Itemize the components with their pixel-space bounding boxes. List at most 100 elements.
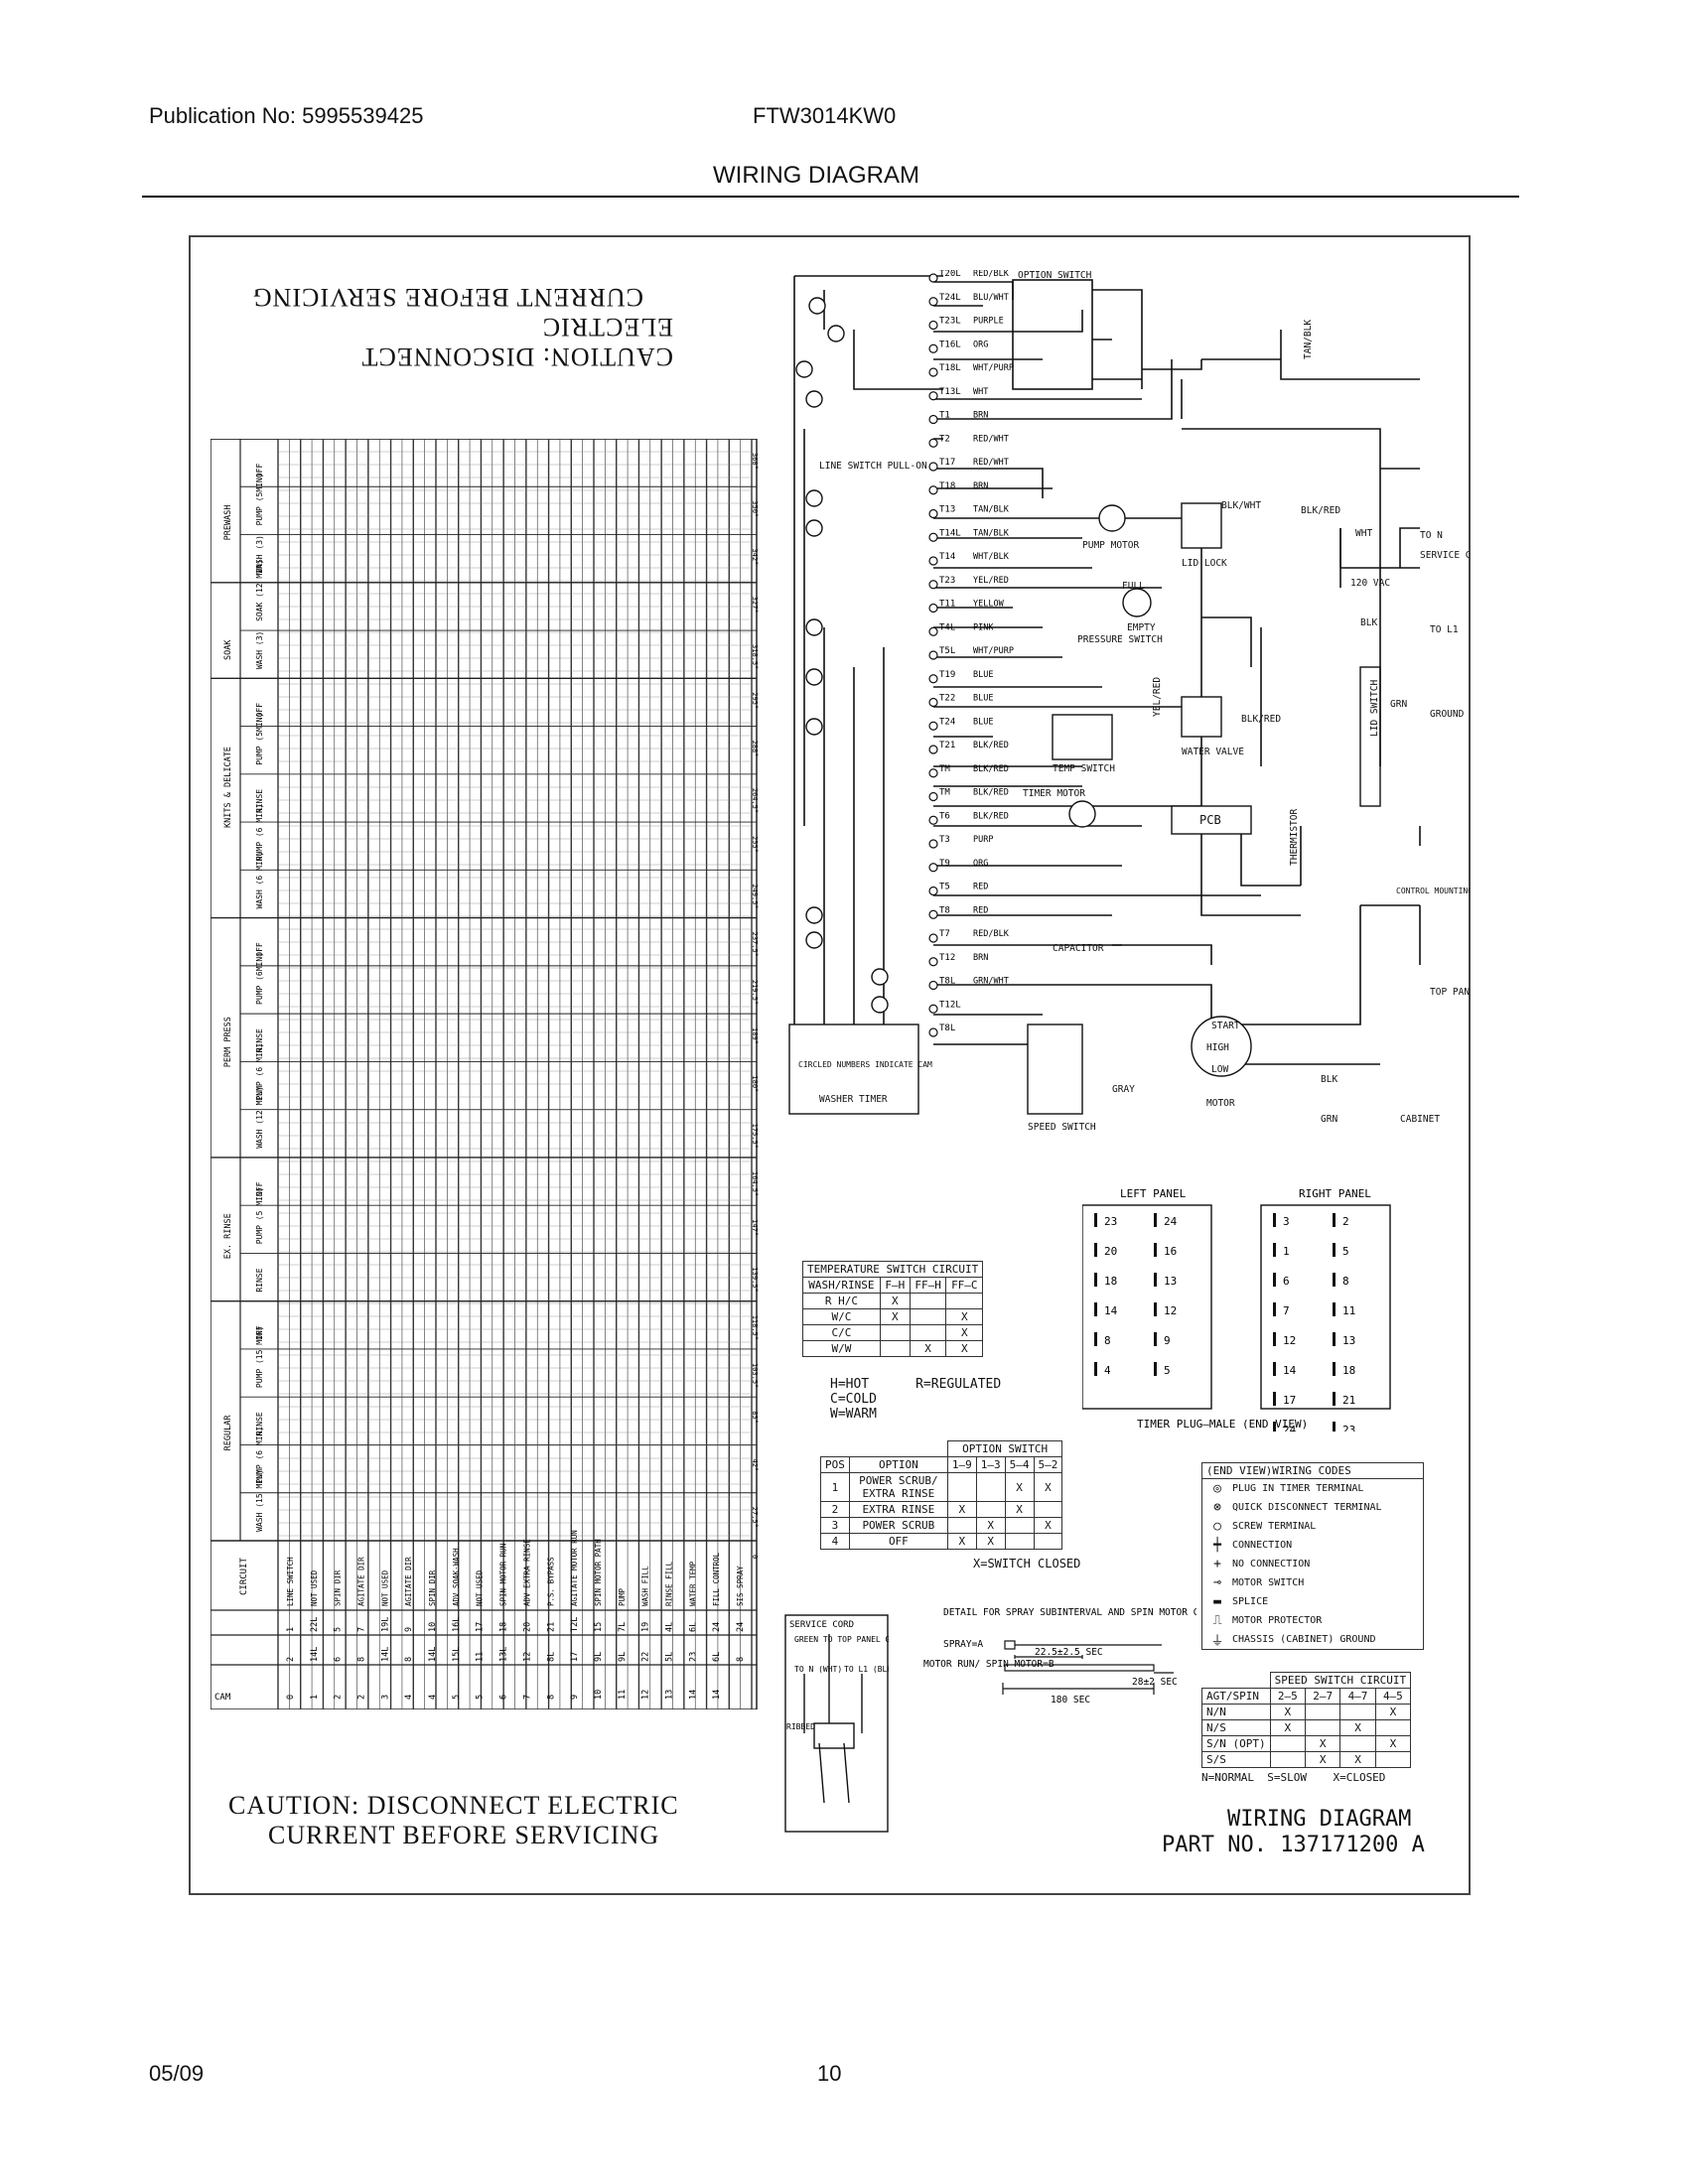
speed-cell: X <box>1269 1719 1306 1736</box>
chart-degree-label: 318.5° <box>751 644 759 669</box>
chart-circuit-label: AGITATE DIR <box>356 1557 365 1606</box>
cam-6-icon <box>871 996 889 1014</box>
chart-term-label: 13L <box>499 1647 509 1662</box>
wiring-code-row: ○SCREW TERMINAL <box>1202 1517 1423 1536</box>
option-switch-table: OPTION SWITCH POS OPTION 1—9 1—3 5—4 5—2… <box>820 1440 1063 1550</box>
chart-term-label: 24 <box>712 1622 722 1632</box>
chart-term-label: 2 <box>286 1657 296 1662</box>
chart-row-label: PUMP (6 MIN) <box>255 1427 264 1484</box>
temp-cell: C/C <box>802 1324 881 1341</box>
speed-switch-table: SPEED SWITCH CIRCUIT AGT/SPIN 2—5 2—7 4—… <box>1201 1672 1412 1768</box>
plug-in-icon: ◎ <box>1213 1481 1221 1496</box>
service-cord-label: SERVICE CORD <box>1420 550 1470 561</box>
wiring-code-row: +NO CONNECTION <box>1202 1555 1423 1573</box>
wire-color-label: BLK/RED <box>973 811 1009 821</box>
chart-cam-label: 14 <box>688 1690 698 1700</box>
chart-row-label: PUMP (5MIN) <box>255 473 264 525</box>
timer-terminal-icon <box>928 933 938 943</box>
chart-term-label: 17 <box>570 1652 580 1662</box>
chart-row-label: PUMP (15 MIN) <box>255 1325 264 1388</box>
pin-label: 13 <box>1342 1334 1355 1347</box>
speed-cell: S/S <box>1201 1751 1271 1768</box>
wiring-code-row: ▬SPLICE <box>1202 1592 1423 1611</box>
terminal-label: T8 <box>939 905 950 915</box>
chart-cam-label: 9 <box>570 1695 580 1700</box>
terminal-label: T22 <box>939 694 955 704</box>
connection-icon: ┿ <box>1213 1538 1221 1553</box>
temp-cell: X <box>945 1340 984 1357</box>
empty-label: EMPTY <box>1127 622 1156 633</box>
option-cell: POWER SCRUB <box>848 1517 948 1534</box>
wiring-code-text: CHASSIS (CABINET) GROUND <box>1232 1634 1376 1645</box>
cam-12-icon <box>805 718 823 736</box>
timer-terminal-icon <box>928 532 938 542</box>
chart-row-label: OFF <box>255 1181 264 1196</box>
speed-cell <box>1304 1704 1341 1720</box>
chart-grid <box>211 439 758 1709</box>
timer-terminal-icon <box>928 1027 938 1037</box>
control-bracket-label: CONTROL MOUNTING BRACKET <box>1396 887 1470 895</box>
pin-icon <box>1094 1302 1097 1316</box>
chart-row-label: RINSE <box>255 1268 264 1292</box>
pin-icon <box>1094 1332 1097 1346</box>
pin-label: 6 <box>1283 1275 1290 1288</box>
wire-color-label: GRN/WHT <box>973 977 1009 987</box>
chart-cam-label: 4 <box>404 1695 414 1700</box>
timer-terminal-icon <box>928 697 938 708</box>
pin-label: 23 <box>1342 1424 1355 1432</box>
chart-term-label: 24 <box>736 1622 746 1632</box>
chart-row-label: OFF <box>255 1325 264 1340</box>
chart-row-label: RINSE <box>255 1412 264 1435</box>
schematic-wires <box>793 275 1421 1065</box>
chart-term-label: 4L <box>665 1622 675 1632</box>
chart-circuit-label: WASH FILL <box>641 1566 650 1606</box>
temp-cell: X <box>879 1308 911 1325</box>
wiring-code-text: SPLICE <box>1232 1596 1269 1607</box>
option-cell <box>1033 1501 1063 1518</box>
pin-icon <box>1273 1213 1276 1227</box>
chart-degree-label: 139.5° <box>751 1267 759 1292</box>
temp-switch-label: TEMP SWITCH <box>1053 763 1115 774</box>
timer-motor-label: TIMER MOTOR <box>1023 788 1085 799</box>
terminal-label: T18 <box>939 481 955 491</box>
chart-term-label: 1 <box>286 1627 296 1632</box>
chart-circuit-label: LINE SWITCH <box>286 1557 295 1606</box>
cam-3-icon <box>827 325 845 342</box>
part-title-line1: WIRING DIAGRAM <box>1227 1807 1412 1832</box>
chart-degree-label: 180° <box>751 1075 759 1092</box>
motor-run-label: MOTOR RUN/ SPIN MOTOR=B <box>923 1659 1055 1670</box>
pin-icon <box>1333 1213 1336 1227</box>
speed-cell: S/N (OPT) <box>1201 1735 1271 1752</box>
speed-header: 2—5 <box>1269 1688 1306 1705</box>
pin-icon <box>1273 1302 1276 1316</box>
temp-cell <box>879 1324 911 1341</box>
chart-cam-label: 12 <box>641 1690 651 1700</box>
wire-color-label: WHT/PURP <box>973 646 1014 656</box>
ground-label: GROUND <box>1430 709 1465 720</box>
chart-cam-label: 7 <box>522 1695 532 1700</box>
speed-header: AGT/SPIN <box>1201 1688 1271 1705</box>
temp-cell <box>909 1324 947 1341</box>
option-note: X=SWITCH CLOSED <box>973 1557 1081 1570</box>
temp-cell <box>909 1308 947 1325</box>
wiring-code-text: PLUG IN TIMER TERMINAL <box>1232 1483 1364 1494</box>
chart-circuit-label: SPIN MOTOR PATH <box>594 1539 603 1606</box>
blk-motor-label: BLK <box>1321 1074 1337 1085</box>
chart-circuit-label: P.S. BYPASS <box>546 1557 555 1606</box>
chart-group-label: PREWASH <box>223 505 233 541</box>
option-table-title: OPTION SWITCH <box>946 1440 1063 1457</box>
chassis-ground-icon: ⏚ <box>1210 1634 1224 1649</box>
chart-row-label: PUMP (6 MIN) <box>255 1043 264 1101</box>
wire-color-label: BLUE <box>973 670 993 680</box>
temp-cell: R H/C <box>802 1293 881 1309</box>
chart-cam-label: 2 <box>334 1695 344 1700</box>
grn-motor-label: GRN <box>1321 1114 1337 1125</box>
chart-circuit-label: AGITATE DIR <box>404 1557 413 1606</box>
wiring-code-text: SCREW TERMINAL <box>1232 1521 1317 1532</box>
chart-term-label: 7L <box>618 1622 628 1632</box>
pump-motor-icon <box>1098 504 1126 532</box>
timer-terminal-icon <box>928 957 938 967</box>
low-label: LOW <box>1211 1064 1228 1075</box>
